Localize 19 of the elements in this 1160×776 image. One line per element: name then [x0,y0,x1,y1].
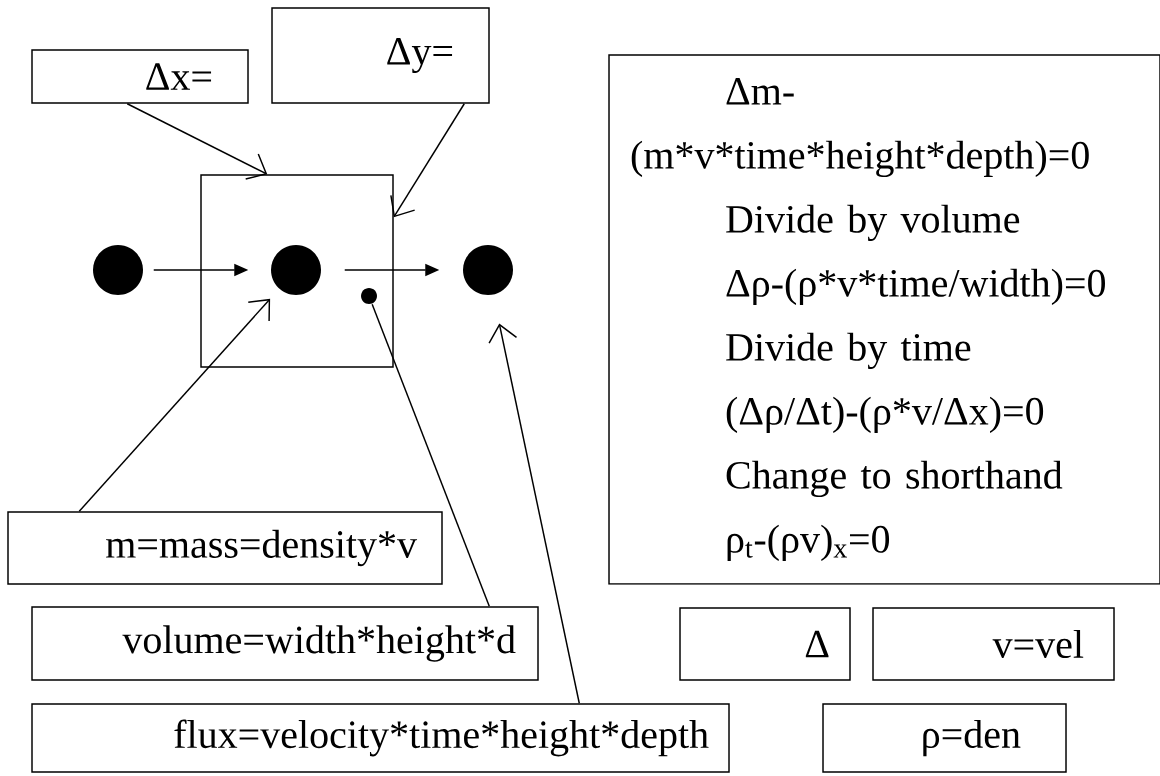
label-box: volume=width*height*d [31,606,539,681]
label-box: m=mass=density*v [7,511,443,585]
label-box: flux=velocity*time*height*depth [31,703,730,773]
label-box: Δy= [271,7,490,104]
particle-dot [361,288,377,304]
label-box: ρ=den [822,703,1067,773]
label-box: v=vel [872,607,1115,681]
label-box: Δx= [31,49,249,104]
particle-dot [93,245,143,295]
leader-line [488,323,580,704]
control-volume-box [200,174,394,368]
label-box: Δ [679,607,851,681]
leader-line [126,103,268,180]
particle-dot [271,245,321,295]
particle-dot [463,245,513,295]
equation-box: Δm- (m*v*time*height*depth)=0 Divide by volume Δρ-(ρ*v*time/width)=0 Divide by time (Δρ/Δt)-(ρ*v/Δx)=0 Change to shorthand ρ$_{t}$-(ρv)$_{x}$=0 [608,54,1160,585]
leader-line [78,298,271,512]
leader-line [371,303,490,607]
leader-line [390,103,465,218]
